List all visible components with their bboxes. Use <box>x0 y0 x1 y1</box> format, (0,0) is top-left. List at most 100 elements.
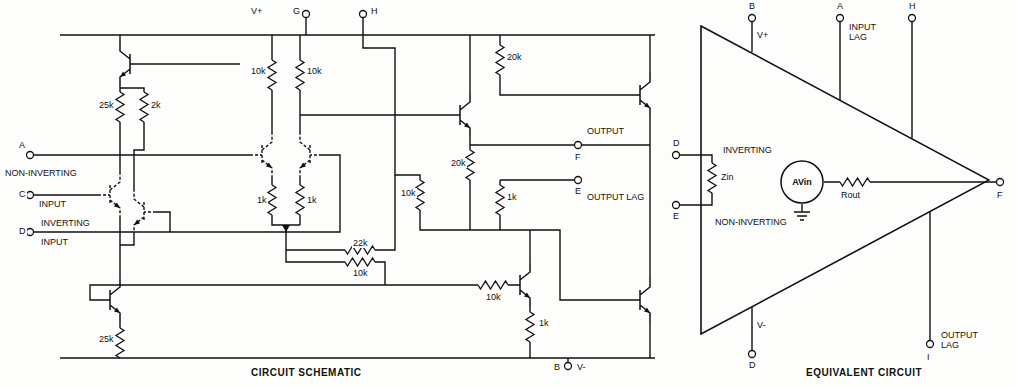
wire <box>272 35 395 285</box>
circuit-label: E <box>574 186 582 196</box>
circuit-label: 1k <box>506 192 518 202</box>
resistor-symbol <box>466 150 474 180</box>
circuit-label: OUTPUT <box>586 126 625 136</box>
resistor-symbol <box>296 185 304 215</box>
circuit-label: 10k <box>400 188 417 198</box>
input-wire <box>679 155 712 205</box>
circuit-label: C <box>18 189 27 199</box>
circuit-label: INPUT LAG <box>848 22 884 42</box>
circuit-label: B <box>553 362 561 372</box>
resistor-symbol <box>345 258 375 266</box>
transistor-symbol <box>508 263 530 307</box>
pin-terminal <box>927 341 934 348</box>
circuit-label: 20k <box>450 158 467 168</box>
transistor-symbol <box>448 93 470 137</box>
supply-rail <box>60 35 655 358</box>
circuit-label: A <box>18 140 26 150</box>
pin-terminal <box>575 177 582 184</box>
resistor-symbol <box>478 281 508 289</box>
input-label: INVERTING <box>722 145 773 155</box>
resistor-symbol <box>708 163 716 193</box>
circuit-label: V+ <box>756 30 769 40</box>
resistor-symbols <box>116 45 534 358</box>
circuit-label: INPUT <box>38 199 67 209</box>
circuit-label: D <box>18 226 27 236</box>
pin-terminal <box>997 179 1004 186</box>
source-circle: AVin <box>780 160 824 204</box>
circuit-label: 10k <box>352 268 369 278</box>
pin-terminal <box>837 15 844 22</box>
circuit-label: 1k <box>256 195 268 205</box>
wire <box>300 35 628 300</box>
figure-caption: CIRCUIT SCHEMATIC <box>250 368 363 378</box>
resistor-symbol <box>496 185 504 215</box>
circuit-label: 25k <box>98 334 115 344</box>
triangle-outline <box>701 26 989 334</box>
circuit-label: E <box>672 211 680 221</box>
circuit-label: V+ <box>250 6 263 16</box>
source-label: AVin <box>792 177 812 187</box>
ground-symbol <box>794 204 810 220</box>
pin-terminal <box>27 152 34 159</box>
resistor-symbol <box>496 45 504 75</box>
resistor-symbol <box>268 185 276 215</box>
resistor-symbol <box>116 92 124 122</box>
equivalent-wires <box>679 21 996 351</box>
pin-terminal <box>360 11 367 18</box>
pin-circles <box>27 11 582 370</box>
resistor-symbol <box>296 60 304 90</box>
transistor-symbol <box>98 173 120 217</box>
input-wire <box>34 155 340 232</box>
figure-caption: EQUIVALENT CIRCUIT <box>805 368 923 378</box>
resistor-symbol <box>416 180 424 210</box>
transistor-symbol <box>300 133 322 177</box>
circuit-label: 20k <box>506 52 523 62</box>
circuit-label: 22k <box>352 238 369 248</box>
circuit-label: F <box>574 152 582 162</box>
circuit-label: INVERTING <box>40 218 91 228</box>
wire <box>120 35 240 190</box>
transistor-symbol <box>628 73 650 117</box>
schematic-wires <box>34 17 655 363</box>
circuit-label: 25k <box>98 100 115 110</box>
pin-terminal <box>673 202 680 209</box>
circuit-label: 10k <box>306 66 323 76</box>
resistor-symbol <box>840 178 870 186</box>
transistor-symbol <box>98 278 120 322</box>
circuit-label: NON-INVERTING <box>4 168 78 178</box>
circuit-label: Rout <box>840 190 861 200</box>
circuit-label: INPUT <box>40 237 69 247</box>
pin-terminal <box>673 152 680 159</box>
transistor-symbols <box>98 42 650 322</box>
transistor-symbol <box>134 190 156 234</box>
wire <box>508 35 650 363</box>
circuit-label: G <box>292 6 301 16</box>
circuit-label: V- <box>576 362 587 372</box>
amplifier-triangle: INVERTINGNON-INVERTINGAVin <box>700 25 990 335</box>
pin-terminal <box>27 229 34 236</box>
resistor-symbol <box>526 312 534 342</box>
circuit-label: B <box>748 1 756 11</box>
transistor-symbol <box>120 42 142 86</box>
pin-terminal <box>575 142 582 149</box>
node-outline <box>700 25 990 335</box>
pin-circles <box>673 15 1004 358</box>
circle-outline <box>781 161 823 203</box>
circuit-label: 10k <box>485 292 502 302</box>
resistor-symbol <box>268 60 276 90</box>
pin-terminal <box>303 11 310 18</box>
transistor-symbol <box>250 133 272 177</box>
circuit-label: OUTPUT LAG <box>940 330 982 350</box>
pin-terminal <box>27 192 34 199</box>
circuit-label: D <box>748 360 757 370</box>
pin-terminal <box>565 363 572 370</box>
circuit-label: H <box>908 1 917 11</box>
circuit-label: I <box>926 352 931 362</box>
circuit-label: V- <box>756 320 767 330</box>
circuit-label: 1k <box>306 195 318 205</box>
circuit-label: A <box>836 1 844 11</box>
circuit-label: H <box>370 6 379 16</box>
node-content: AVin <box>780 160 824 204</box>
circuit-label: 10k <box>250 66 267 76</box>
